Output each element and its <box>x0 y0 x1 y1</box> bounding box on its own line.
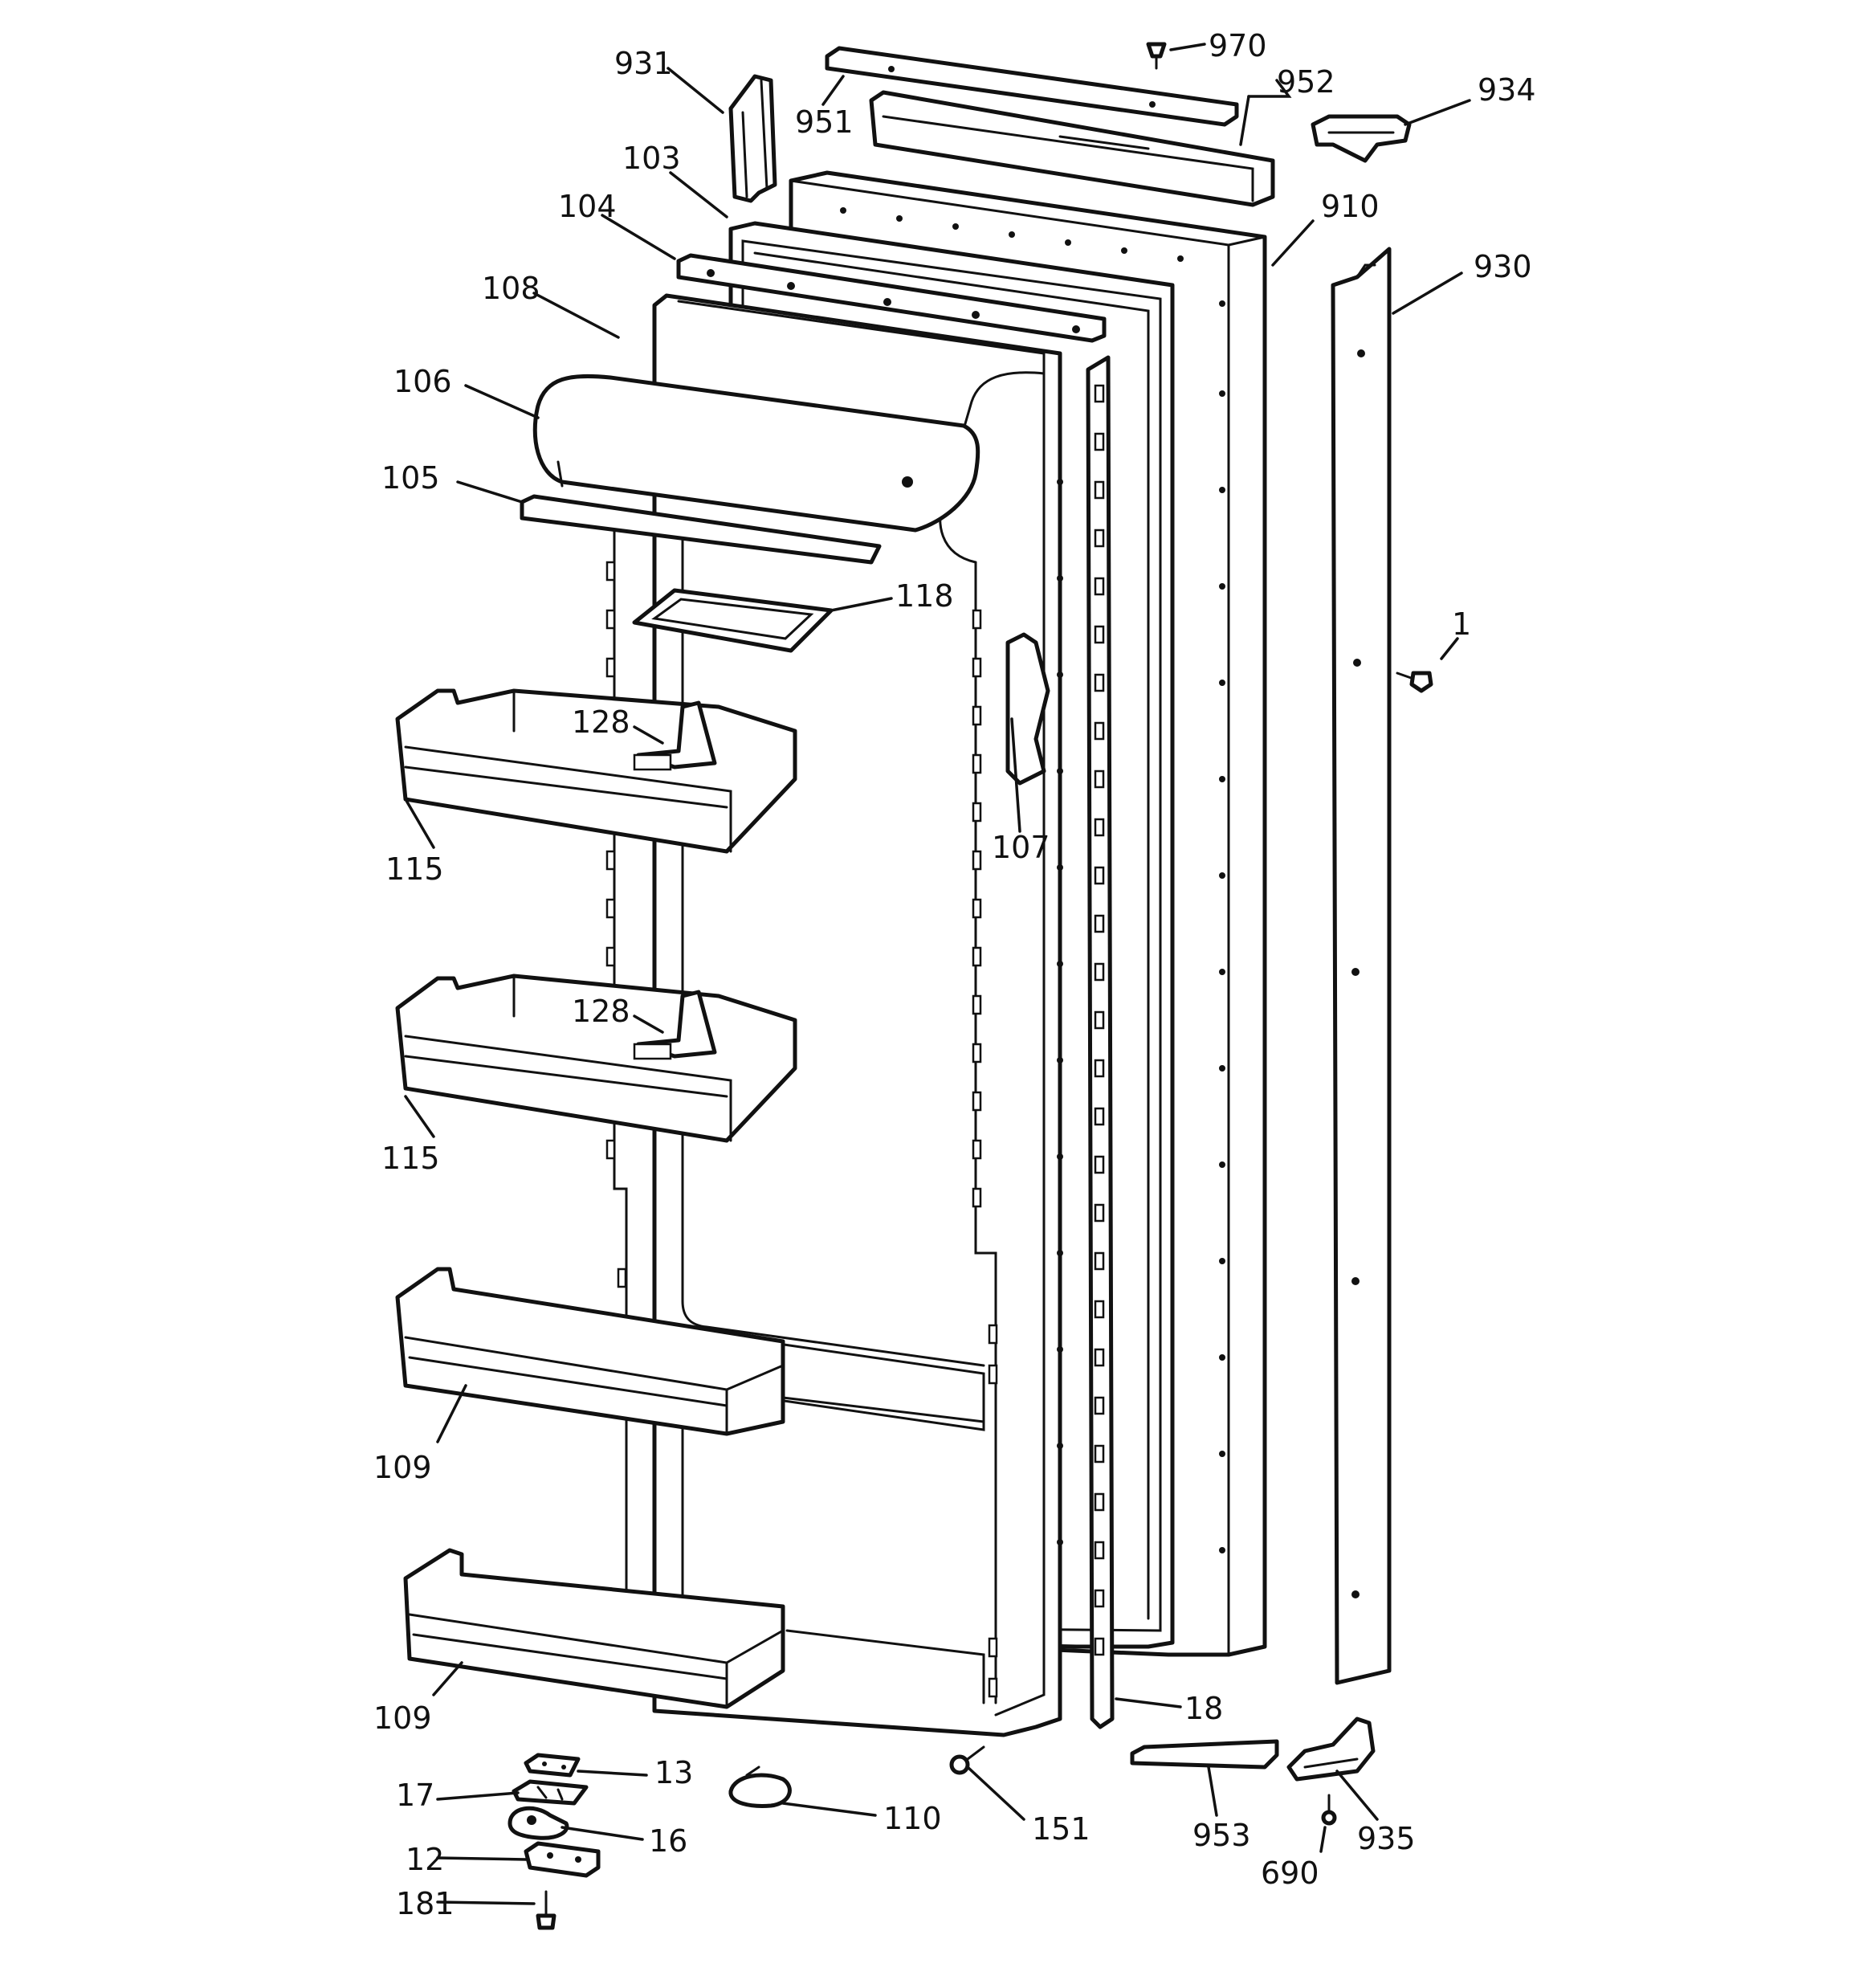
hinge-plate-12 <box>524 1841 601 1878</box>
screw-151 <box>949 1745 985 1775</box>
callout-952: 952 <box>1277 64 1335 100</box>
hinge-strip-slots <box>1094 384 1105 1656</box>
callout-910: 910 <box>1321 189 1380 224</box>
callout-935: 935 <box>1357 1821 1416 1856</box>
callout-17: 17 <box>396 1778 434 1813</box>
callout-labels: 931 951 970 952 934 103 910 104 930 108 … <box>373 28 1536 1921</box>
dairy-door-106 <box>532 374 980 533</box>
liner-holes <box>1057 479 1063 1545</box>
callout-115-lower: 115 <box>381 1141 440 1176</box>
hinge-cover-931 <box>728 74 777 203</box>
liner-slots <box>605 561 998 1698</box>
top-trim-952 <box>869 90 1275 207</box>
callout-970: 970 <box>1209 28 1267 63</box>
callout-953: 953 <box>1192 1818 1251 1853</box>
top-cap-951 <box>825 46 1239 127</box>
callout-18: 18 <box>1184 1691 1223 1726</box>
part-107 <box>1005 632 1050 786</box>
shelf-bin-115-lower <box>395 974 797 1143</box>
bracket-13 <box>524 1753 581 1778</box>
part-110 <box>728 1766 792 1808</box>
callout-930: 930 <box>1474 249 1532 284</box>
callout-115-upper: 115 <box>385 851 444 887</box>
callout-951: 951 <box>795 104 854 140</box>
callout-16: 16 <box>649 1823 687 1859</box>
callout-931: 931 <box>614 46 673 81</box>
door-bin-109-upper <box>395 1267 785 1436</box>
callout-109-lower: 109 <box>373 1700 432 1736</box>
callout-107: 107 <box>992 830 1050 865</box>
callout-103: 103 <box>622 141 681 176</box>
screw-970 <box>1146 42 1167 70</box>
leader-lines <box>404 43 1471 1905</box>
callout-105: 105 <box>381 460 440 496</box>
screw-1 <box>1396 671 1433 693</box>
callout-110: 110 <box>883 1801 942 1836</box>
callout-151: 151 <box>1032 1811 1090 1847</box>
handle-trim-930 <box>1331 247 1392 1685</box>
screw-181 <box>536 1890 556 1930</box>
door-bin-109-lower <box>403 1548 785 1709</box>
screw-690 <box>1321 1794 1337 1826</box>
callout-106: 106 <box>393 364 452 399</box>
cam-16 <box>508 1806 569 1840</box>
outer-panel-holes <box>840 207 1225 1553</box>
callout-109-upper: 109 <box>373 1450 432 1485</box>
hinge-934 <box>1311 114 1412 163</box>
bottom-trim-953 <box>1130 1739 1279 1770</box>
callout-13: 13 <box>654 1755 693 1790</box>
callout-12: 12 <box>406 1842 444 1877</box>
callout-108: 108 <box>482 271 540 306</box>
hinge-strip <box>1086 355 1115 1729</box>
callout-690: 690 <box>1261 1855 1319 1891</box>
bottom-hinge-935 <box>1286 1717 1376 1782</box>
callout-1: 1 <box>1452 606 1471 642</box>
callout-181: 181 <box>396 1886 455 1921</box>
callout-934: 934 <box>1478 72 1536 108</box>
callout-128-upper: 128 <box>572 704 630 740</box>
dairy-bar-105 <box>520 494 882 565</box>
callout-104: 104 <box>558 189 617 224</box>
shim-17 <box>512 1779 589 1806</box>
callout-128-lower: 128 <box>572 994 630 1029</box>
top-liner-strip <box>676 253 1107 343</box>
callout-118: 118 <box>895 578 954 614</box>
shelf-bin-115-upper <box>395 688 797 854</box>
